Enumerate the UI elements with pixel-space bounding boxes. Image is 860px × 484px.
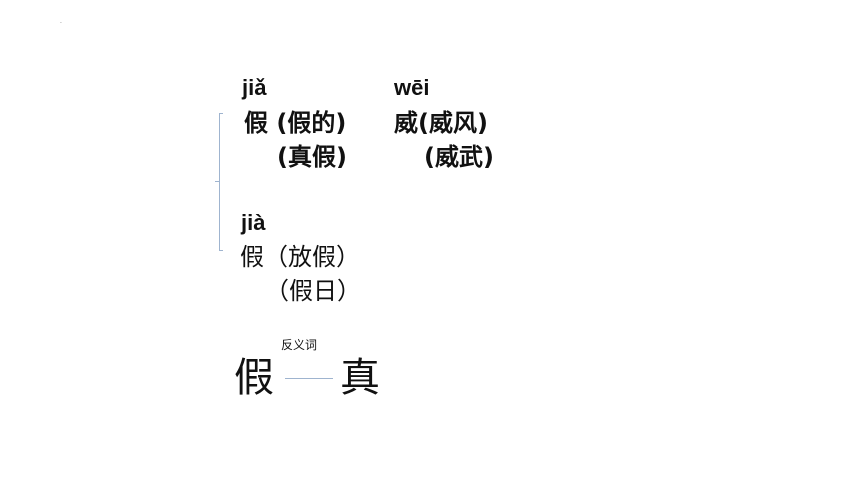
bracket-top-tick (219, 113, 223, 114)
antonym-right-char: 真 (340, 355, 380, 401)
jia4-line1: 假（放假） (240, 243, 360, 271)
jia3-line1: 假 (假的) (244, 109, 347, 137)
wei1-line2: (威武) (424, 143, 494, 171)
bracket-mid-tick (215, 181, 219, 182)
antonym-label: 反义词 (281, 338, 318, 352)
wei1-line1: 威(威风) (394, 109, 488, 137)
jia4-line2: （假日） (265, 277, 361, 305)
antonym-connector-line (285, 378, 333, 379)
jia3-line2: (真假) (277, 143, 347, 171)
bracket-line (219, 113, 220, 251)
pinyin-wei1: wēi (394, 75, 430, 100)
pinyin-jia4: jià (241, 210, 266, 235)
antonym-left-char: 假 (234, 355, 274, 401)
bracket-bottom-tick (219, 250, 223, 251)
stray-dot: · (60, 20, 62, 27)
pinyin-jia3: jiǎ (242, 75, 267, 100)
